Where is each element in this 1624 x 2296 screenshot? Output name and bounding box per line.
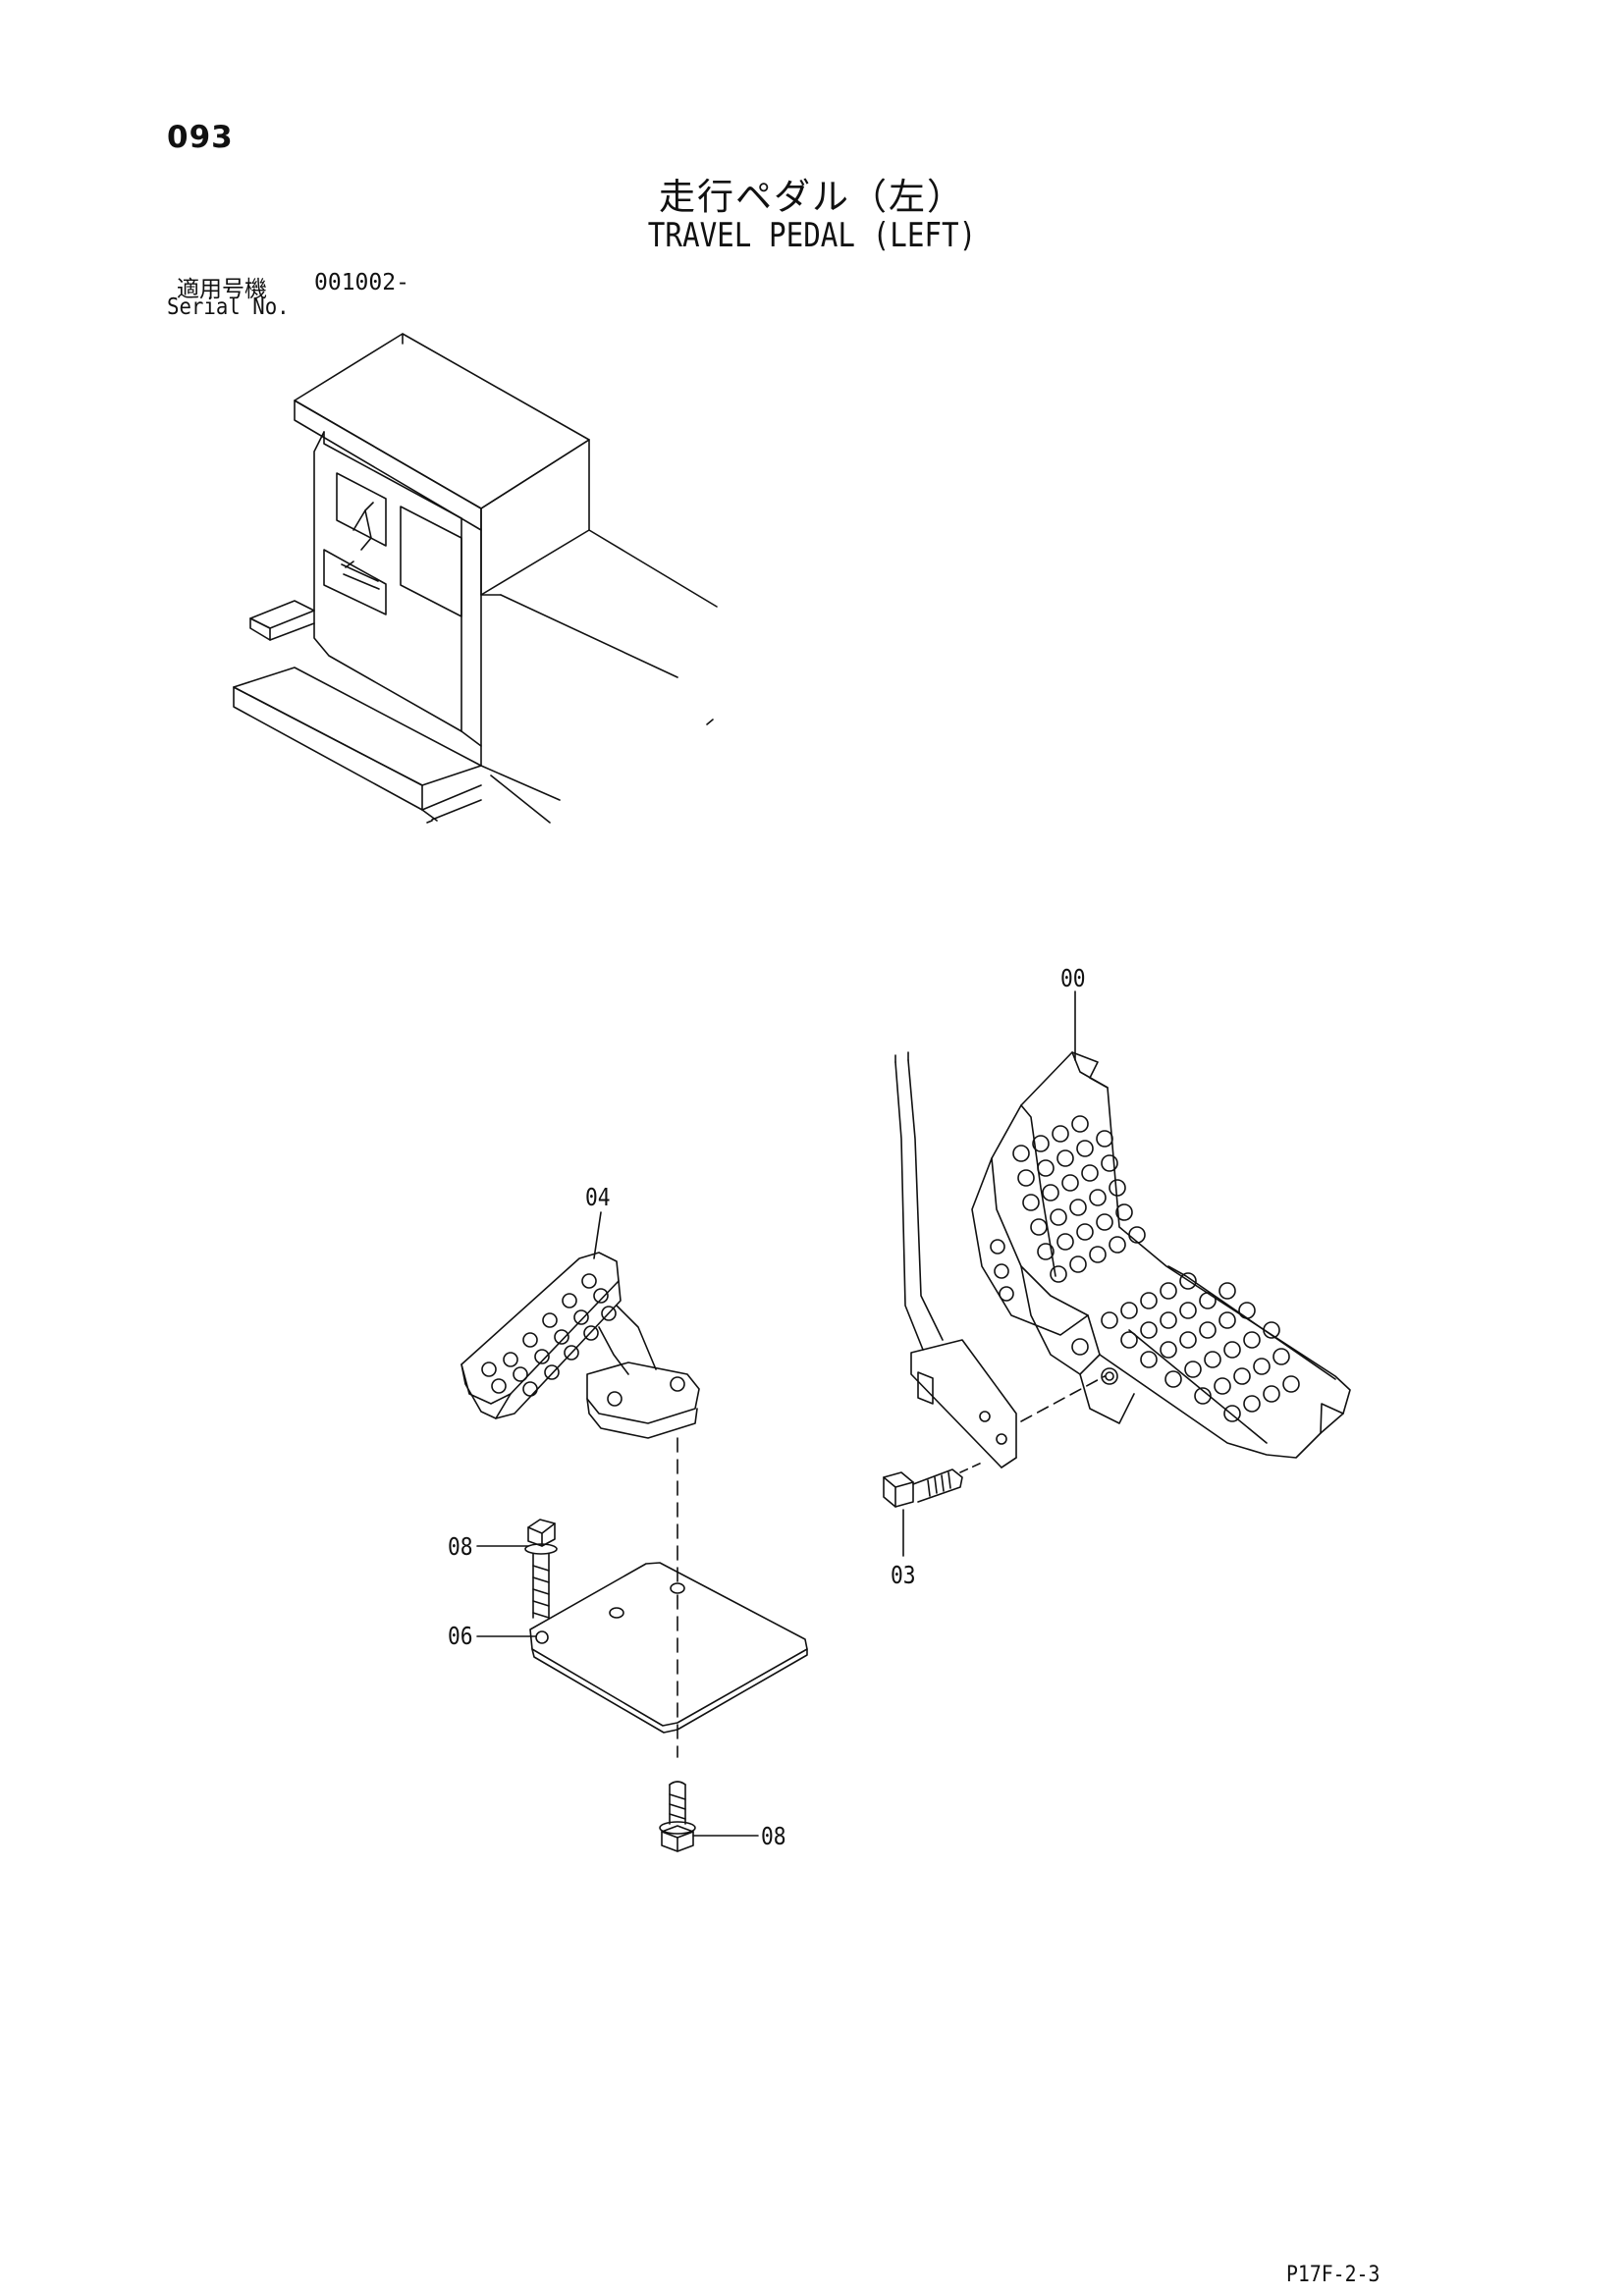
callout-label-06: 06	[448, 1622, 473, 1650]
callout-label-08-upper: 08	[448, 1532, 473, 1561]
callout-leaders	[477, 991, 1075, 1836]
serial-label-japanese: 適用号機	[177, 277, 267, 302]
bolt-08-upper-illustration	[525, 1520, 557, 1618]
page-code: P17F-2-3	[1286, 2263, 1380, 2287]
callout-label-08-lower: 08	[761, 1822, 786, 1850]
serial-number-value: 001002-	[314, 270, 409, 295]
bolt-03-illustration	[884, 1463, 982, 1507]
callout-label-04: 04	[585, 1183, 611, 1211]
callout-label-03: 03	[891, 1561, 916, 1589]
travel-pedal-assembly	[895, 1052, 1350, 1468]
cab-overview-illustration	[234, 334, 717, 823]
pedal-04-illustration	[461, 1253, 699, 1438]
callout-label-00: 00	[1060, 964, 1086, 992]
bolt-08-lower-illustration	[660, 1782, 695, 1851]
page-number: 093	[167, 120, 234, 155]
plate-06-illustration	[530, 1438, 807, 1757]
title-japanese: 走行ペダル（左）	[659, 176, 965, 218]
title-english: TRAVEL PEDAL (LEFT)	[647, 216, 977, 255]
serial-label-english: Serial No.	[167, 294, 290, 320]
